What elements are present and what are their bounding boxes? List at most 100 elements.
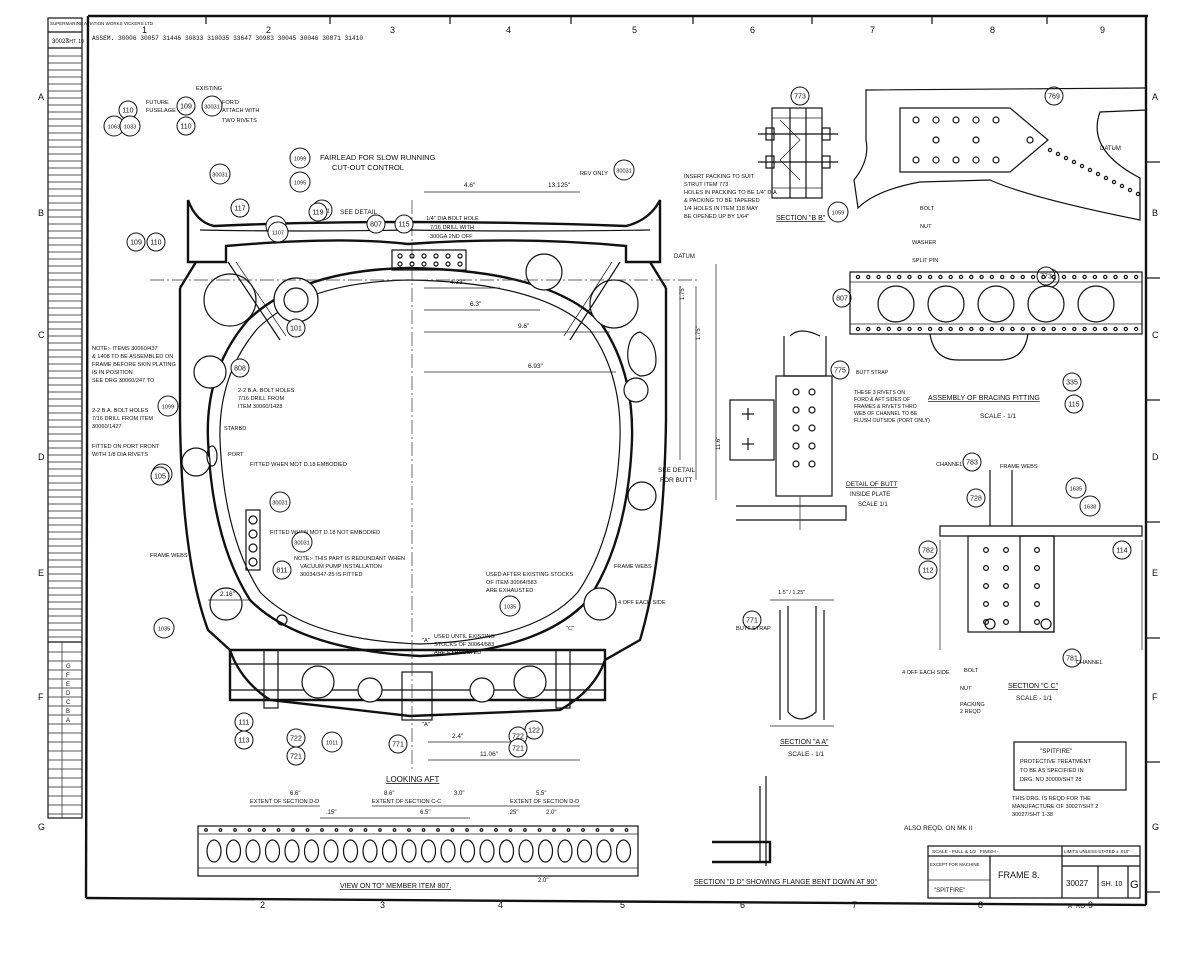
protective-note-box: "SPITFIRE" PROTECTIVE TREATMENT TO BE AS… bbox=[904, 741, 1127, 832]
note-frame-webs: FRAME WEBS bbox=[150, 553, 188, 559]
balloon-item: 807 bbox=[832, 288, 852, 308]
balloon-item: 109 bbox=[126, 232, 146, 252]
balloon-item: 111 bbox=[234, 712, 254, 732]
balloon-item: 30031 bbox=[269, 491, 291, 513]
title-section-bb: SECTION "B B" bbox=[776, 215, 826, 222]
note-insert-packing: INSERT PACKING TO SUIT bbox=[684, 174, 755, 180]
balloon-item: 113 bbox=[234, 730, 254, 750]
balloon-item: 122 bbox=[524, 720, 544, 740]
dim-2-16: 2.16" bbox=[220, 591, 236, 598]
dim-3-0: 3.0" bbox=[454, 791, 464, 797]
row-left-G: G bbox=[38, 822, 45, 832]
balloon-item: 117 bbox=[230, 198, 250, 218]
rev-letter-G: G bbox=[66, 664, 71, 670]
row-right-E: E bbox=[1152, 568, 1158, 578]
balloon-label: 115 bbox=[398, 222, 409, 229]
main-notes: FUTURE FUSELAGE EXISTING FOR'D ATTACH WI… bbox=[92, 86, 777, 728]
note-items: NOTE:- ITEMS 30060/437 bbox=[92, 346, 158, 352]
note-protective: PROTECTIVE TREATMENT bbox=[1020, 759, 1092, 765]
balloon-label: 101 bbox=[290, 326, 302, 333]
note-this-drg-2: MANUFACTURE OF 30027/SHT 2 bbox=[1012, 804, 1098, 810]
balloon-label: 783 bbox=[966, 460, 978, 467]
note-fuselage: FUSELAGE bbox=[146, 108, 176, 114]
note-four-off: 4 OFF EACH SIDE bbox=[618, 600, 666, 606]
row-right-G: G bbox=[1152, 822, 1159, 832]
note-insert-packing-6: BE OPENED UP BY 1/64" bbox=[684, 214, 749, 220]
note-these-rivets-4: WEB OF CHANNEL TO BE bbox=[854, 411, 918, 417]
balloon-label: 1035 bbox=[504, 605, 516, 611]
note-for-butt: FOR BUTT bbox=[660, 477, 693, 484]
note-fitted-ed: FITTED WHEN MOT D.18 EMBODIED bbox=[250, 462, 347, 468]
note-these-rivets: THESE 3 RIVETS ON bbox=[854, 390, 905, 396]
balloon-label: 807 bbox=[370, 222, 382, 229]
note-protective-3: DRG. NO 30000/SHT 28 bbox=[1020, 777, 1081, 783]
note-items-2: & 1408 TO BE ASSEMBLED ON bbox=[92, 354, 173, 360]
note-rev-only: REV ONLY bbox=[580, 171, 608, 177]
balloon-label: 1107 bbox=[272, 231, 284, 237]
balloon-item: 335 bbox=[1062, 372, 1082, 392]
balloon-item: 769 bbox=[1044, 86, 1064, 106]
zone-top-4: 4 bbox=[506, 25, 511, 35]
label-a-bottom: "A" bbox=[422, 722, 430, 728]
note-extent-3: EXTENT OF SECTION D-D bbox=[510, 799, 579, 805]
balloon-label: 1033 bbox=[124, 125, 136, 131]
balloon-item: 782 bbox=[918, 540, 938, 560]
note-insert-packing-5: 1/4 HOLES IN ITEM 118 MAY bbox=[684, 206, 758, 212]
note-these-rivets-5: FLUSH OUTSIDE (PORT ONLY) bbox=[854, 418, 930, 424]
balloon-label: 1095 bbox=[294, 181, 306, 187]
strip-sheet: SHT. 10 bbox=[66, 39, 84, 45]
assembly-header: ASSEM. 30006 30057 31446 30833 310035 33… bbox=[92, 35, 363, 42]
label-datum-bracing: DATUM bbox=[1100, 146, 1121, 152]
note-packing-2: 2 REQD bbox=[960, 709, 981, 715]
balloon-label: 1099 bbox=[294, 157, 306, 163]
dim-section-aa: 1.5" / 1.25" bbox=[778, 590, 805, 596]
section-aa-view: 1.5" / 1.25" SECTION "A A" SCALE - 1/1 B… bbox=[736, 590, 834, 758]
dim-2-0a: 2.0" bbox=[546, 810, 556, 816]
note-redundant-2: VACUUM PUMP INSTALLATION bbox=[300, 564, 382, 570]
balloon-item: 1638 bbox=[1079, 495, 1101, 517]
main-frame-view: 4.6" 13.125" 4.33" 6.3" 9.6" 6.93" 2.16"… bbox=[150, 182, 722, 770]
zone-bottom-5: 5 bbox=[620, 900, 625, 910]
zone-top-3: 3 bbox=[390, 25, 395, 35]
border-left bbox=[84, 15, 90, 899]
note-used-until-3: ARE EXHAUSTED bbox=[434, 650, 481, 656]
balloon-label: 773 bbox=[794, 94, 806, 101]
note-rivets: TWO RIVETS bbox=[222, 118, 257, 124]
balloon-item: 1059 bbox=[827, 201, 849, 223]
note-see-detail-butt: SEE DETAIL bbox=[658, 467, 695, 474]
balloon-item: 783 bbox=[962, 452, 982, 472]
balloon-item: 811 bbox=[272, 560, 292, 580]
balloon-item: 773 bbox=[790, 86, 810, 106]
title-bracing: ASSEMBLY OF BRACING FITTING bbox=[928, 395, 1040, 402]
balloon-label: 30031 bbox=[212, 173, 228, 179]
rev-letter-F: F bbox=[66, 673, 70, 679]
note-attach-2: ATTACH WITH bbox=[222, 108, 259, 114]
balloon-item: 771 bbox=[742, 610, 762, 630]
note-bolt-hole-3: 300GA 2ND OFF bbox=[430, 234, 473, 240]
row-left-A: A bbox=[38, 92, 44, 102]
dim-6-6: 6.6" bbox=[290, 791, 300, 797]
row-right-B: B bbox=[1152, 208, 1158, 218]
dim-13-125: 13.125" bbox=[548, 182, 571, 189]
dim-1-75a: 1.75" bbox=[680, 286, 686, 300]
note-butt-strap-2: BUTT STRAP bbox=[736, 626, 771, 632]
balloon-label: 807 bbox=[836, 296, 848, 303]
balloon-label: 781 bbox=[1066, 656, 1078, 663]
balloon-label: 1059 bbox=[832, 211, 844, 217]
dim-11-6: 11.6" bbox=[716, 437, 722, 450]
tb-project: "SPITFIRE" bbox=[934, 888, 965, 894]
note-fitted-port: FITTED ON PORT FRONT bbox=[92, 444, 160, 450]
balloon-label: 109 bbox=[180, 104, 192, 111]
note-this-drg: THIS DRG. IS REQD FOR THE bbox=[1012, 796, 1091, 802]
balloon-item: 1095 bbox=[289, 171, 311, 193]
tb-except-for: EXCEPT FOR MACHINE bbox=[930, 862, 980, 867]
row-right-F: F bbox=[1152, 692, 1158, 702]
balloon-label: 728 bbox=[970, 496, 982, 503]
balloon-label: 113 bbox=[238, 738, 249, 745]
balloon-item: 1035 bbox=[153, 617, 175, 639]
title-butt-detail-scale: SCALE 1/1 bbox=[858, 502, 888, 508]
balloon-label: 105 bbox=[154, 474, 166, 481]
